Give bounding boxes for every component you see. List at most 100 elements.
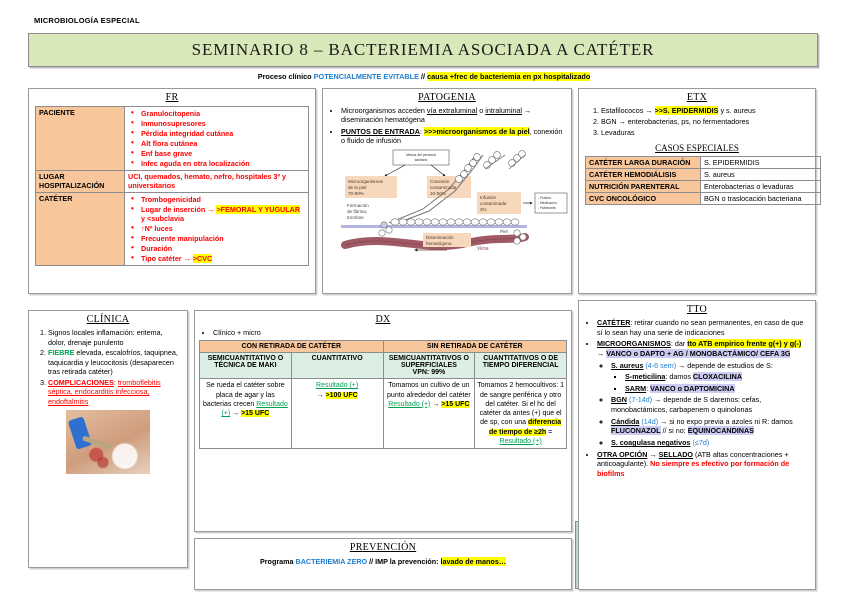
prevencion-body: Programa BACTERIEMIA ZERO // IMP la prev… (195, 521, 623, 589)
svg-text:Microorganismos: Microorganismos (348, 179, 384, 184)
tto-candida-drug2: EQUINOCANDINAS (687, 426, 754, 436)
etx-body: Estafilococos → >>S. EPIDERMIDIS y s. au… (579, 106, 815, 137)
tto-scn-label: S. coagulasa negativos (611, 438, 691, 448)
dx-group-header-1: CON RETIRADA DE CATÉTER (199, 340, 384, 354)
svg-text:Manos del personal: Manos del personal (406, 153, 436, 157)
prevencion-program-name: BACTERIEMIA ZERO (295, 557, 368, 566)
panel-tratamiento: TTO CATÉTER: retirar cuando no sean perm… (578, 300, 816, 590)
patogenia-b1-b: vía extraluminal (426, 106, 478, 115)
tto-subsublist: S-meticilina: damos CLOXACILINA SARM: VA… (611, 372, 809, 393)
dx-table: CON RETIRADA DE CATÉTER SIN RETIRADA DE … (199, 340, 567, 449)
tto-sellado-text: (ATB altas concentraciones + anticoagula… (597, 449, 789, 469)
etx-value: S. aureus (700, 168, 821, 182)
dx-title: DX (375, 314, 391, 325)
list-item-highlight: >CVC (192, 253, 213, 263)
dx-col-header-3: SEMICUANTITATIVOS O SUPERFICIALES VPN: 9… (382, 352, 476, 380)
dx-col-header-2: CUANTITATIVO (290, 352, 384, 380)
svg-text:contaminada: contaminada (480, 201, 507, 206)
dx-cell-2-highlight: >100 UFC (325, 391, 358, 399)
tto-saureus-text: → depende de estudios de S: (676, 360, 773, 370)
etx-key: CATÉTER LARGA DURACIÓN (585, 156, 701, 170)
list-item: Inmunosupresores (131, 118, 305, 128)
page-title: SEMINARIO 8 – BACTERIEMIA ASOCIADA A CAT… (191, 40, 655, 59)
tto-micro-regimen: VANCO o DAPTO + AG / MONOBACTÁMICO/ CEFA… (606, 348, 791, 358)
fr-row-label: LUGAR HOSPITALIZACIÓN (35, 170, 125, 193)
dx-cell-3-result: Resultado (+) (388, 400, 431, 408)
tto-otra-label: OTRA OPCIÓN (597, 449, 648, 459)
list-item: COMPLICACIONES: tromboflebitis séptica, … (48, 378, 182, 407)
svg-text:70-90%: 70-90% (348, 191, 364, 196)
tto-title: TTO (686, 304, 708, 315)
dx-cell-4: Tomamos 2 hemocultivos: 1 de sangre peri… (474, 378, 567, 449)
clinica-fiebre-label: FIEBRE (48, 348, 75, 357)
table-row: NUTRICIÓN PARENTERAL Enterobacterias o l… (585, 180, 821, 194)
list-item: Cándida (14d) → si no expo previa a azol… (611, 417, 809, 436)
list-item: Clínico + micro (213, 328, 565, 337)
tto-meticilina-label: S-meticilina (625, 372, 666, 382)
tto-saureus-label: S. aureus (611, 360, 644, 370)
clinica-list: Signos locales inflamación: eritema, dol… (34, 328, 182, 406)
svg-text:trombos: trombos (347, 215, 364, 220)
tto-list: CATÉTER: retirar cuando no sean permanen… (585, 318, 809, 479)
fr-row-content: Trombogenicidad Lugar de inserción → >FE… (124, 191, 309, 266)
catheter-site-photo (66, 410, 150, 474)
list-item: SARM: VANCO o DAPTOMICINA (625, 383, 809, 394)
dx-cell-2: Resultado (+) → >100 UFC (290, 378, 384, 449)
patogenia-b2-highlight: >>>microorganismos de la piel (423, 126, 530, 136)
tto-candida-drug: FLUCONAZOL (611, 426, 661, 436)
list-item: BGN → enterobacterias, ps, no fermentado… (601, 117, 809, 126)
pathogenesis-diagram-svg: Manos del personal sanitario Microorgani… (341, 150, 568, 252)
svg-text:sanitario: sanitario (415, 158, 428, 162)
dx-body: Clínico + micro (195, 328, 571, 337)
etx-key: NUTRICIÓN PARENTERAL (585, 180, 701, 194)
patogenia-list: Microorganismos acceden vía extraluminal… (329, 106, 565, 145)
etx-value: BGN o traslocación bacteriana (700, 192, 821, 206)
svg-text:Formación: Formación (347, 203, 369, 208)
list-item: Frecuente manipulación (131, 233, 305, 243)
list-item: BGN (7-14d) → depende de S daremos: cefa… (611, 395, 809, 414)
subtitle-part-3: // (418, 72, 428, 81)
svg-text:- Fabricante.: - Fabricante. (538, 206, 557, 210)
etx-special-title: CASOS ESPECIALES (655, 143, 739, 154)
clinica-title: CLÍNICA (86, 314, 130, 325)
tto-bgn-label: BGN (611, 395, 627, 405)
fr-row-content: UCI, quemados, hemato, nefro, hospitales… (124, 170, 309, 193)
fr-table-wrapper: PACIENTE Granulocitopenia Inmunosupresor… (29, 106, 315, 270)
etx-title: ETX (686, 92, 708, 103)
tto-bgn-text: → depende de S daremos: cefas, monobactá… (611, 395, 762, 415)
tto-body: CATÉTER: retirar cuando no sean permanen… (579, 318, 815, 479)
etx-key: CATÉTER HEMODIÁLISIS (585, 168, 701, 182)
clinica-complicaciones-text: tromboflebitis séptica, endocarditis inf… (48, 377, 161, 406)
list-item: Granulocitopenia (131, 108, 305, 118)
list-item: Alt flora cutánea (131, 138, 305, 148)
tto-cateter-text: : retirar cuando no sean permanentes, en… (597, 318, 804, 337)
etx-item-highlight: >>S. EPIDERMIDIS (654, 106, 719, 115)
tto-sellado-warning: No siempre es efectivo por formación de … (597, 459, 790, 478)
svg-text:de la piel: de la piel (348, 185, 366, 190)
tto-cateter-label: CATÉTER (597, 318, 631, 327)
list-item: S-meticilina: damos CLOXACILINA (625, 372, 809, 382)
dx-group-header-2: SIN RETIRADA DE CATÉTER (382, 340, 567, 354)
patogenia-diagram: Manos del personal sanitario Microorgani… (327, 149, 568, 253)
subtitle-part-1: Proceso clínico (257, 72, 314, 81)
tto-candida-duration: (14d) (639, 416, 659, 426)
tto-candida-label: Cándida (611, 416, 640, 426)
list-item: Infec aguda en otra localización (131, 158, 305, 168)
table-row: Se rueda el catéter sobre placa de agar … (199, 378, 567, 449)
patogenia-body: Microorganismos acceden vía extraluminal… (323, 106, 571, 145)
list-item-post: y <subclavia (141, 213, 184, 223)
list-item: MICROORGANISMOS: dar tto ATB empírico fr… (597, 339, 809, 447)
tto-micro-arrow: → (597, 348, 607, 358)
dx-col-header-3-main: SEMICUANTITATIVOS O SUPERFICIALES (388, 355, 469, 370)
fr-row-label: CATÉTER (35, 191, 125, 266)
list-item: Pérdida integridad cutánea (131, 128, 305, 138)
list-item: Trombogenicidad (131, 194, 305, 204)
list-item: CATÉTER: retirar cuando no sean permanen… (597, 318, 809, 337)
list-item: Microorganismos acceden vía extraluminal… (341, 106, 565, 125)
tto-micro-highlight: tto ATB empírico frente g(+) y g(-) (687, 339, 802, 349)
svg-text:10-50%: 10-50% (430, 191, 446, 196)
dx-cell-2-arrow: → (316, 391, 326, 399)
dx-cell-3: Tomamos un cultivo de un punto alrededor… (382, 378, 476, 449)
list-item: Duración (131, 243, 305, 253)
